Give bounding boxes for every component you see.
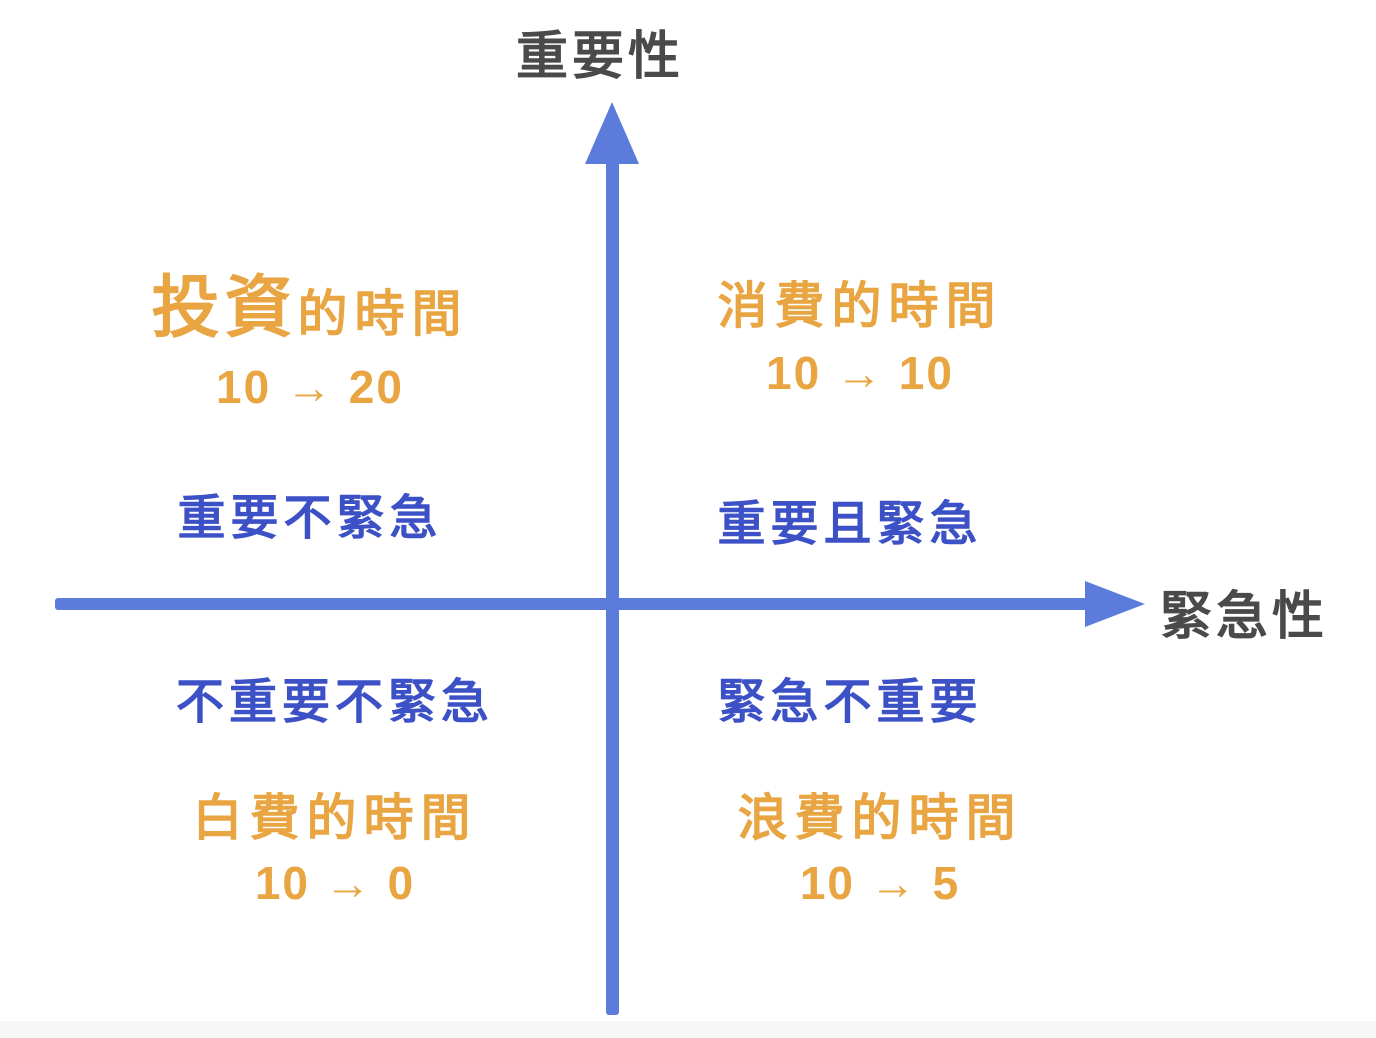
quadrant-top-left-title-rest: 的時間 [297,286,469,342]
bottom-strip [0,1021,1376,1038]
y-axis-line [606,158,619,1015]
quadrant-top-right-value-change: 10 → 10 [766,347,954,399]
quadrant-top-left-value-change: 10 → 20 [216,361,404,413]
quadrant-bottom-left-category: 不重要不緊急 [175,676,494,729]
quadrant-top-right-title: 消費的時間 [717,278,1003,334]
quadrant-top-left-category: 重要不緊急 [177,492,443,545]
quadrant-bottom-left-title: 白費的時間 [192,790,478,846]
quadrant-bottom-right-value-change: 10 → 5 [799,857,961,909]
x-axis-arrowhead-icon [1085,581,1145,627]
quadrant-bottom-right-category: 緊急不重要 [717,676,983,729]
y-axis-arrowhead-icon [585,102,639,164]
y-axis-label: 重要性 [515,28,684,86]
quadrant-top-right-category: 重要且緊急 [717,498,983,551]
quadrant-top-left-title-emphasis: 投資 [151,270,298,346]
x-axis-label: 緊急性 [1160,588,1329,646]
x-axis-line [55,598,1087,610]
quadrant-bottom-right-title: 浪費的時間 [737,790,1023,846]
quadrant-top-left-title: 投資的時間 [90,252,530,351]
quadrant-bottom-left-value-change: 10 → 0 [254,857,416,909]
